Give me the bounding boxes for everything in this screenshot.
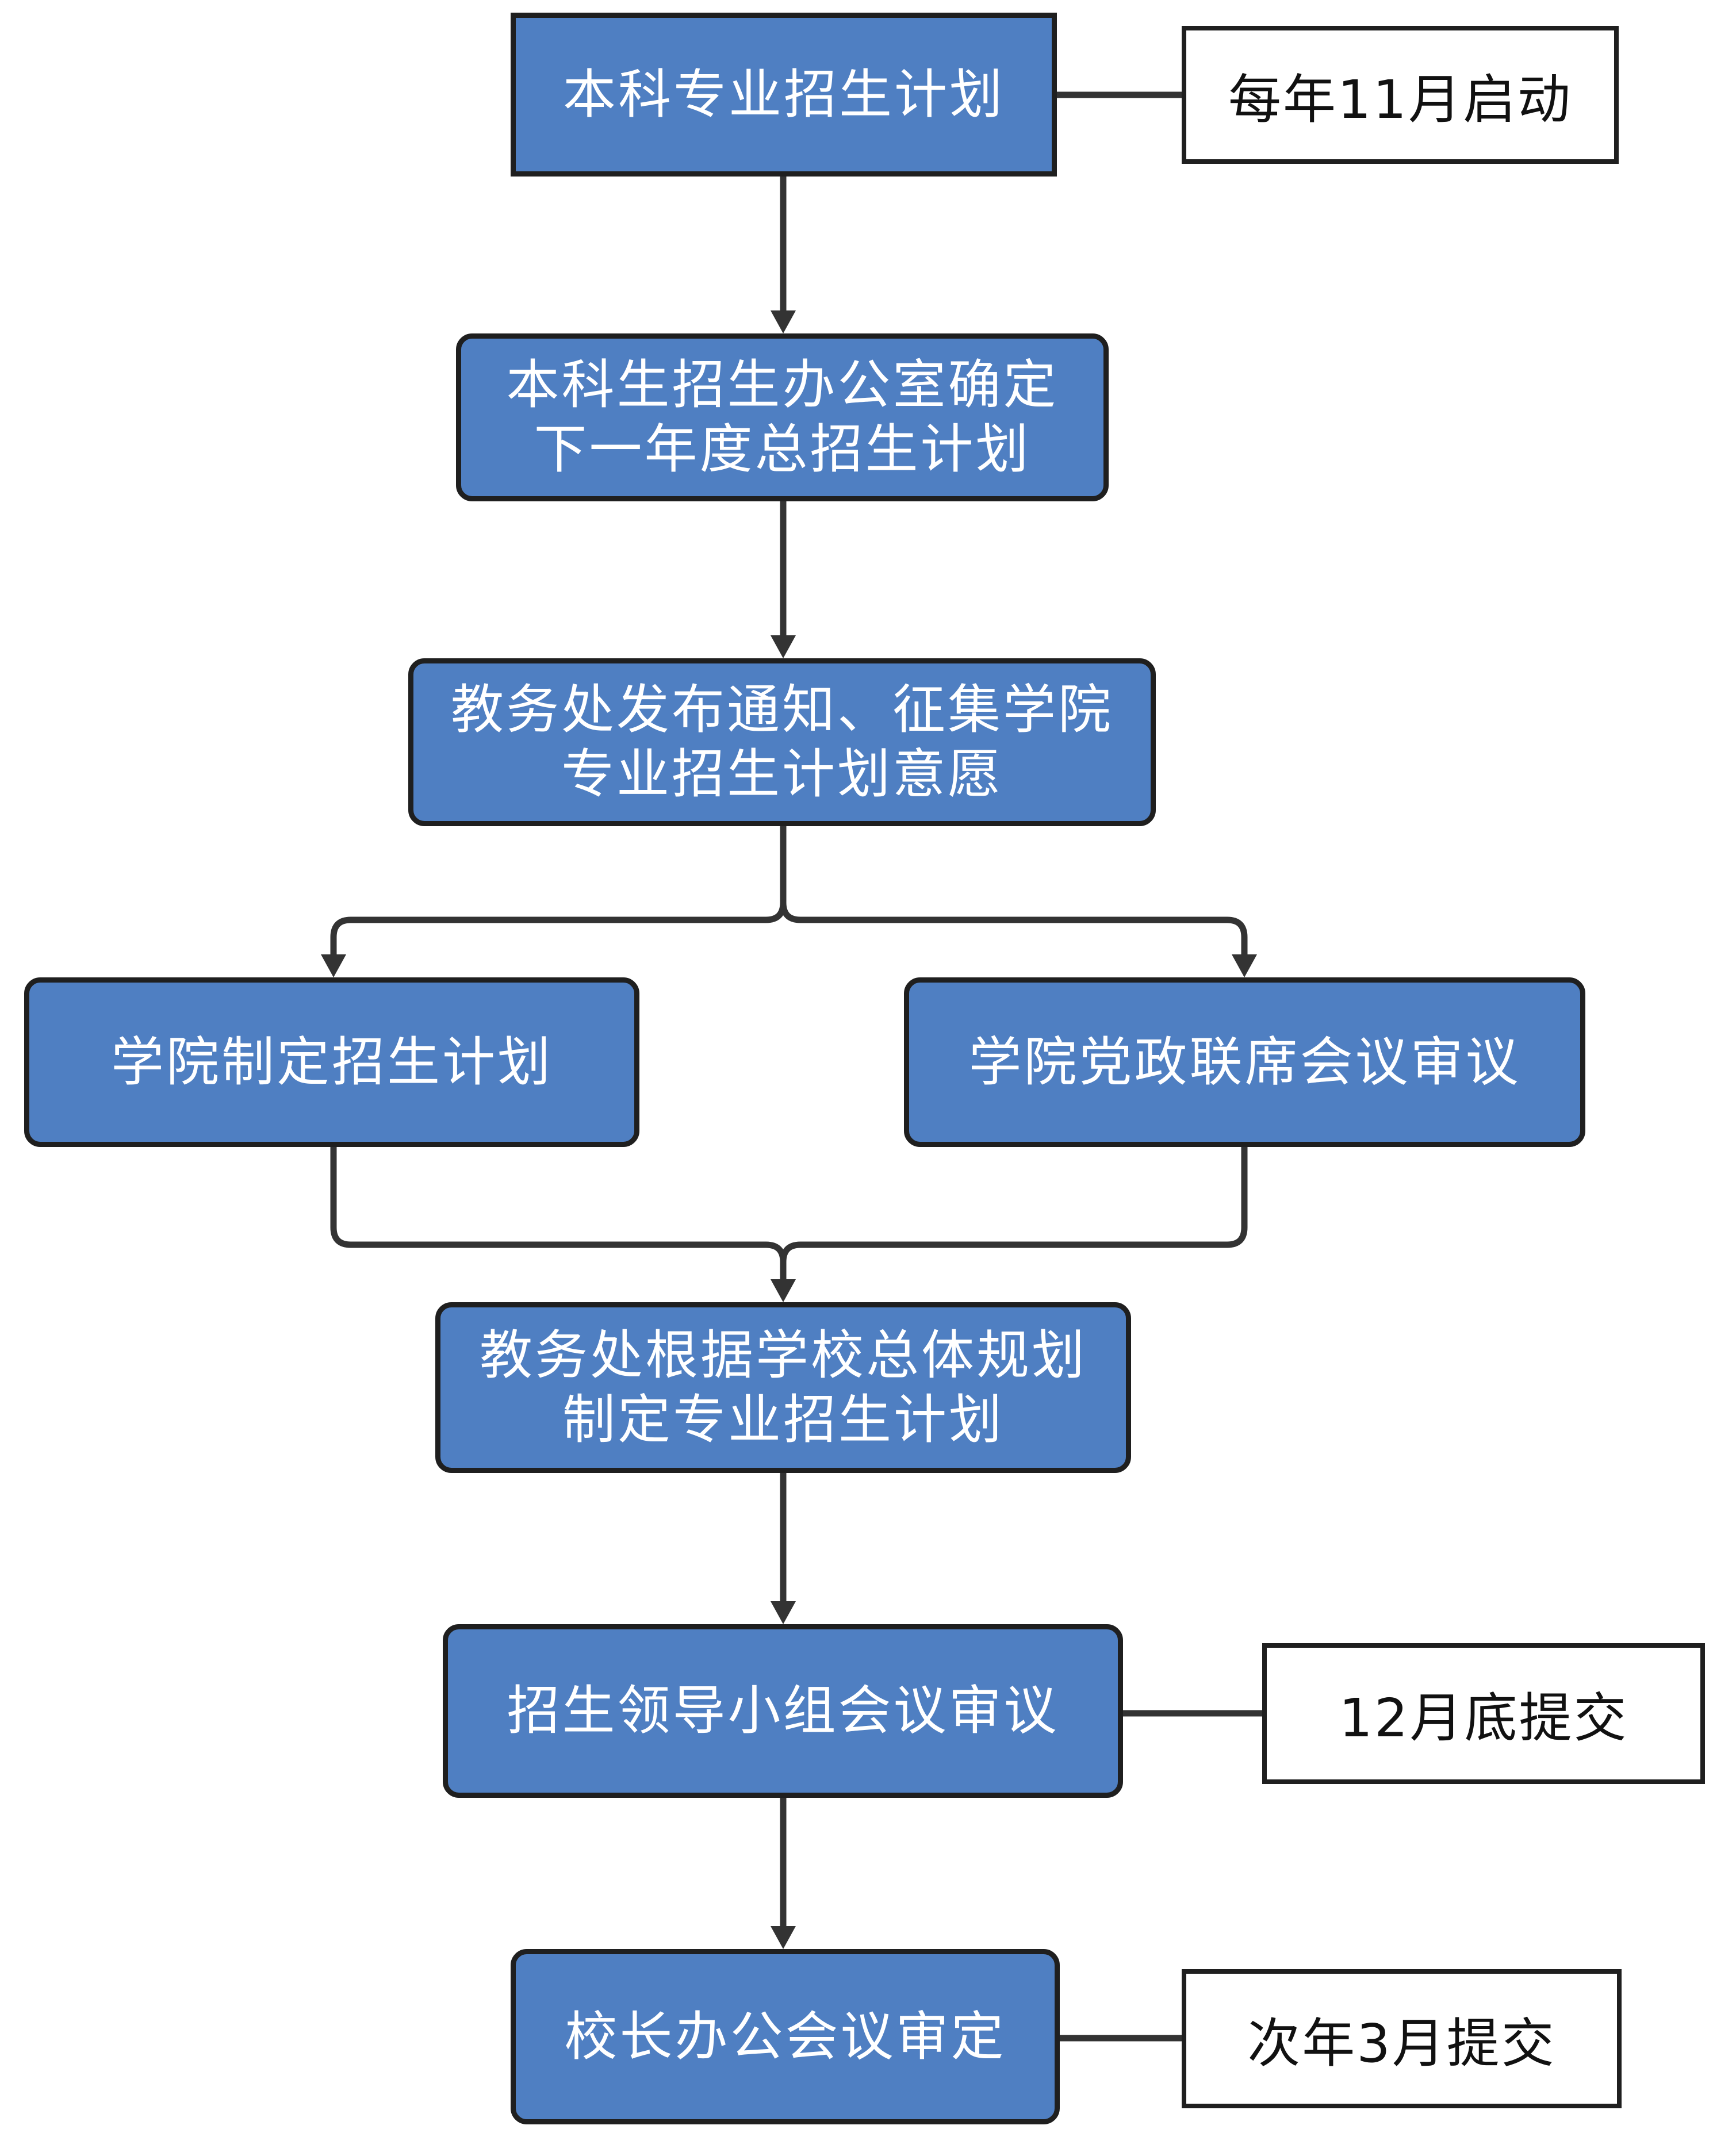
arrowhead-leadership bbox=[771, 1601, 796, 1624]
node-plan-start: 本科专业招生计划 bbox=[511, 13, 1057, 177]
node-college-plan-line-1: 学院制定招生计划 bbox=[110, 1031, 553, 1093]
arrowhead-office bbox=[771, 310, 796, 333]
note-start-time-text: 每年11月启动 bbox=[1228, 68, 1573, 131]
arrowhead-academic-plan bbox=[771, 1279, 796, 1302]
node-notice-collect-line-2: 专业招生计划意愿 bbox=[561, 743, 1003, 805]
node-leadership-review: 招生领导小组会议审议 bbox=[443, 1624, 1123, 1798]
arrowhead-notice bbox=[771, 635, 796, 658]
note-submit-march-text: 次年3月提交 bbox=[1247, 2012, 1556, 2074]
node-academic-affairs-plan-line-2: 制定专业招生计划 bbox=[562, 1388, 1004, 1451]
node-president-approve-line-1: 校长办公会议审定 bbox=[564, 2005, 1006, 2067]
arrow-merge-left bbox=[330, 1144, 787, 1288]
arrowhead-college-plan bbox=[321, 954, 346, 977]
node-office-total-line-1: 本科生招生办公室确定 bbox=[506, 354, 1059, 416]
node-college-review-line-1: 学院党政联席会议审议 bbox=[968, 1031, 1521, 1093]
node-college-review: 学院党政联席会议审议 bbox=[904, 977, 1585, 1147]
node-notice-collect: 教务处发布通知、征集学院 专业招生计划意愿 bbox=[408, 658, 1156, 826]
note-start-time: 每年11月启动 bbox=[1182, 26, 1619, 164]
node-academic-affairs-plan: 教务处根据学校总体规划 制定专业招生计划 bbox=[435, 1302, 1131, 1473]
node-office-total-line-2: 下一年度总招生计划 bbox=[534, 419, 1031, 480]
arrowhead-president bbox=[771, 1926, 796, 1949]
node-president-approve: 校长办公会议审定 bbox=[511, 1949, 1060, 2124]
note-submit-march: 次年3月提交 bbox=[1182, 1969, 1622, 2108]
node-academic-affairs-plan-line-1: 教务处根据学校总体规划 bbox=[479, 1324, 1087, 1386]
arrow-merge-right bbox=[780, 1144, 1248, 1265]
node-notice-collect-line-1: 教务处发布通知、征集学院 bbox=[450, 679, 1113, 741]
node-plan-start-line-1: 本科专业招生计划 bbox=[562, 63, 1005, 125]
node-office-total: 本科生招生办公室确定 下一年度总招生计划 bbox=[456, 333, 1109, 501]
arrow-notice-split bbox=[330, 822, 787, 964]
note-submit-december-text: 12月底提交 bbox=[1339, 1687, 1628, 1749]
node-leadership-review-line-1: 招生领导小组会议审议 bbox=[507, 1680, 1059, 1741]
arrow-notice-split-right bbox=[780, 899, 1248, 964]
node-college-plan: 学院制定招生计划 bbox=[24, 977, 639, 1147]
arrowhead-college-review bbox=[1232, 954, 1257, 977]
note-submit-december: 12月底提交 bbox=[1262, 1643, 1705, 1784]
